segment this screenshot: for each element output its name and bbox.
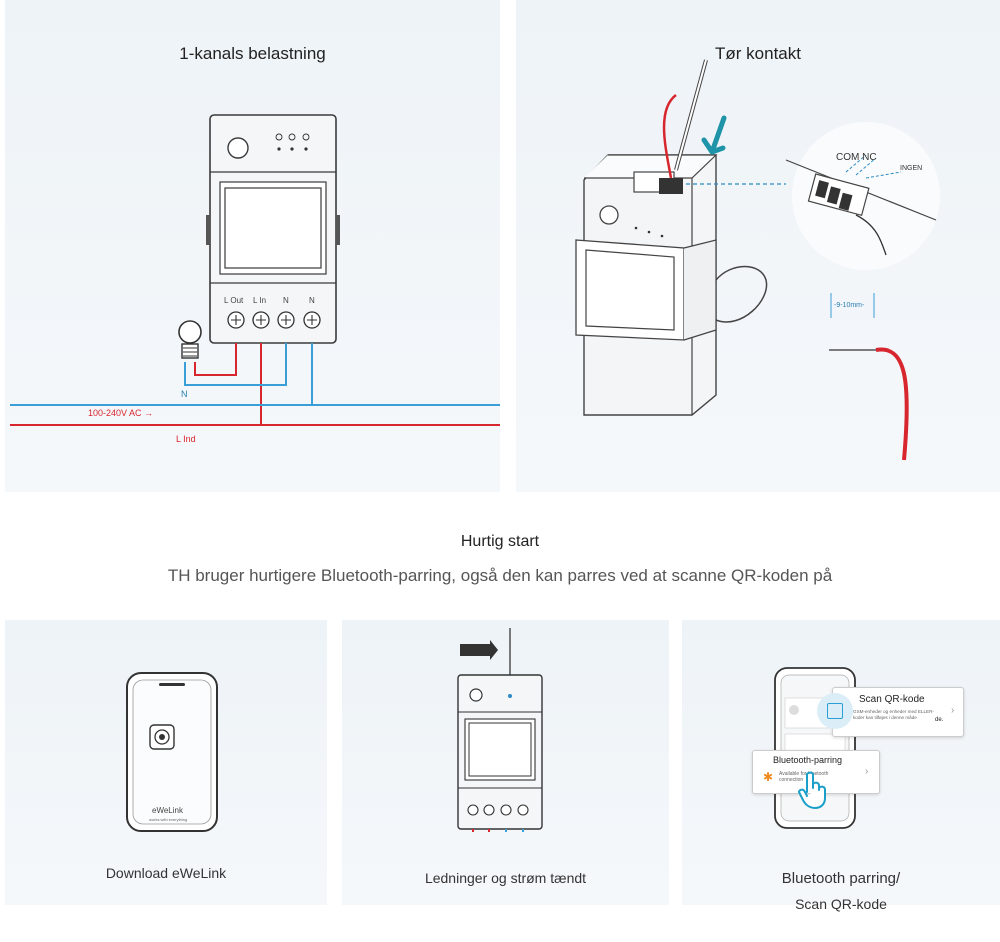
bluetooth-chevron-icon: › bbox=[865, 766, 869, 777]
step-wiring-caption: Ledninger og strøm tændt bbox=[424, 870, 587, 886]
wiring-title: 1-kanals belastning bbox=[179, 44, 326, 63]
wiring-diagram bbox=[10, 114, 500, 426]
qr-desc-suffix: de. bbox=[935, 717, 944, 723]
step-download-caption: Download eWeLink bbox=[105, 865, 227, 881]
line-label: L Ind bbox=[176, 434, 196, 444]
qr-chevron-icon: › bbox=[951, 705, 955, 716]
quick-start-subtitle: TH bruger hurtigere Bluetooth-parring, o… bbox=[167, 566, 833, 585]
bluetooth-icon: ✱ bbox=[763, 770, 774, 784]
step-pairing-card: Scan QR-kode GSM-enheder og enheder med … bbox=[682, 620, 1000, 912]
voltage-label: 100-240V AC → bbox=[88, 408, 154, 418]
qr-title: Scan QR-kode bbox=[859, 694, 925, 705]
dry-contact-panel: Tør kontakt bbox=[516, 0, 1000, 492]
dry-contact-title: Tør kontakt bbox=[715, 44, 801, 63]
app-tagline: works with everything bbox=[149, 817, 188, 822]
com-nc-label: COM NC bbox=[836, 152, 877, 163]
hand-pointer-icon bbox=[798, 771, 826, 809]
app-name: eWeLink bbox=[152, 806, 183, 815]
step-pairing-caption-line2: Scan QR-kode bbox=[795, 896, 887, 912]
terminal-label-lout: L Out bbox=[224, 296, 244, 305]
terminal-label-n1: N bbox=[283, 296, 289, 305]
quick-start-title: Hurtig start bbox=[460, 533, 540, 550]
step-pairing-caption-line1: Bluetooth parring/ bbox=[781, 870, 901, 887]
terminal-label-n2: N bbox=[309, 296, 315, 305]
no-label: INGEN bbox=[900, 165, 923, 172]
qr-scan-icon bbox=[817, 693, 853, 729]
neutral-label: N bbox=[181, 389, 188, 399]
qr-card[interactable]: Scan QR-kode GSM-enheder og enheder med … bbox=[817, 687, 964, 737]
step-wiring-card: Ledninger og strøm tændt bbox=[342, 620, 669, 905]
qr-description: GSM-enheder og enheder med ELLER-koder k… bbox=[853, 709, 934, 720]
bluetooth-description: Available for bluetooth connection bbox=[779, 771, 829, 783]
dry-contact-illustration bbox=[575, 59, 940, 461]
phone-illustration bbox=[126, 672, 218, 832]
bluetooth-title: Bluetooth-parring bbox=[773, 755, 843, 765]
step-download-card: eWeLink works with everything Download e… bbox=[5, 620, 327, 905]
strip-length-label: -9-10mm- bbox=[834, 302, 865, 309]
device-illustration bbox=[457, 628, 543, 832]
wiring-panel: 1-kanals belastning bbox=[5, 0, 500, 492]
terminal-label-lin: L In bbox=[253, 296, 267, 305]
